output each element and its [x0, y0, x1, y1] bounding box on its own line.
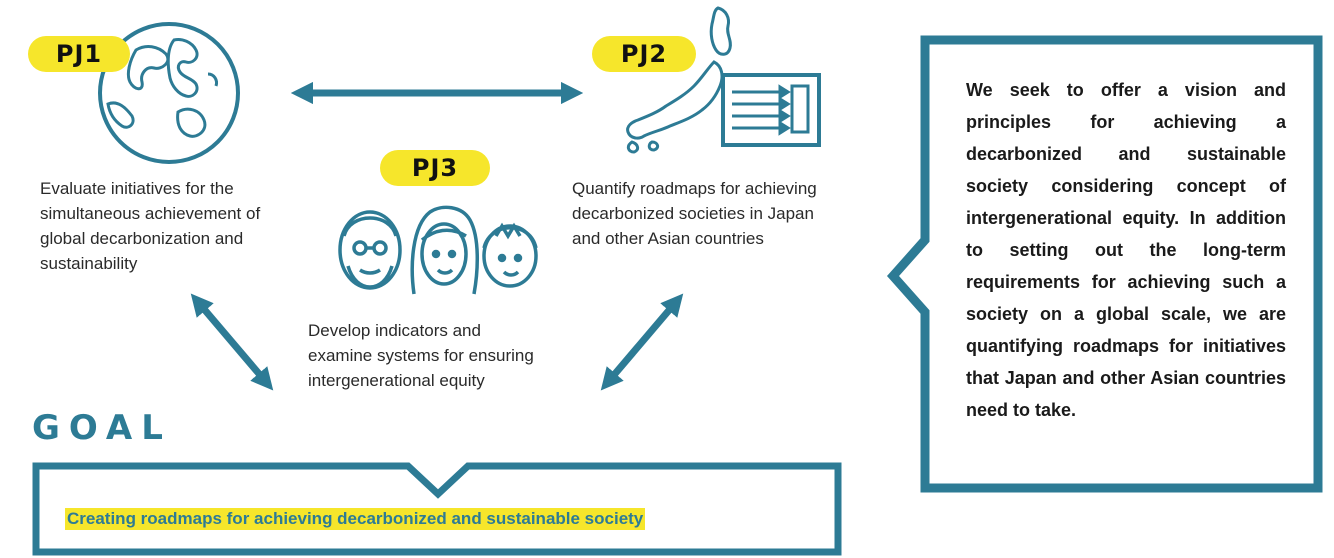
japan-map-icon — [626, 6, 732, 154]
pj1-badge: PJ1 — [28, 36, 130, 72]
pj2-description: Quantify roadmaps for achieving decarbon… — [572, 179, 817, 248]
pj1-description: Evaluate initiatives for the simultaneou… — [40, 179, 261, 273]
globe-icon — [98, 22, 240, 164]
pj3-description: Develop indicators and examine systems f… — [308, 321, 534, 390]
double-arrow-icon — [600, 293, 684, 391]
double-arrow-icon — [190, 293, 274, 391]
pj2-badge: PJ2 — [592, 36, 696, 72]
pj3-badge: PJ3 — [380, 150, 490, 186]
goal-statement: Creating roadmaps for achieving decarbon… — [65, 508, 646, 530]
goal-title: GOAL — [32, 408, 172, 448]
roadmap-chart-icon — [721, 73, 821, 147]
people-generations-icon — [338, 205, 538, 295]
goal-frame — [32, 462, 842, 556]
vision-statement: We seek to offer a vision and principles… — [966, 80, 1286, 420]
callout-frame — [886, 35, 1323, 493]
